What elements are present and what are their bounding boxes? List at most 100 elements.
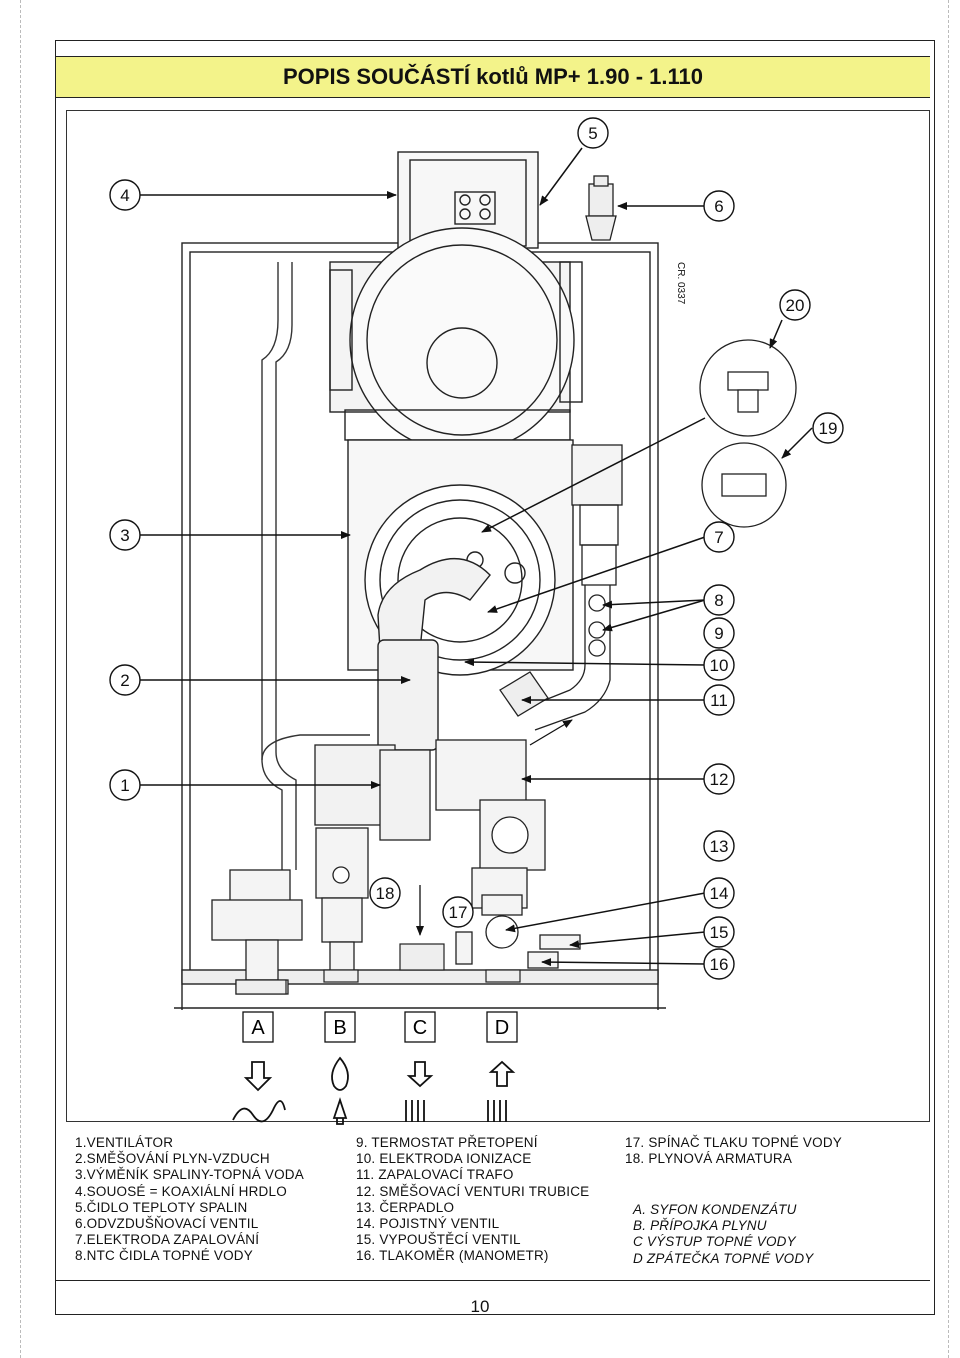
callout-2: 2 [109,664,141,696]
legend-column-1: 1.VENTILÁTOR 2.SMĚŠOVÁNÍ PLYN-VZDUCH 3.V… [75,1135,304,1265]
connection-letter: A [251,1017,265,1039]
legend-item: 3.VÝMĚNÍK SPALINY-TOPNÁ VODA [75,1167,304,1183]
legend-item: D ZPÁTEČKA TOPNÉ VODY [633,1250,814,1266]
diagram-frame [66,110,930,1122]
footer-divider [56,1280,930,1281]
air-vent-valve [585,175,617,241]
condensate-drain-icon [232,1061,286,1123]
callout-label: 17 [449,903,468,922]
callout-8: 8 [703,584,735,616]
right-pipe-column [519,444,623,731]
callout-label: 12 [710,770,729,789]
callout-14: 14 [703,877,735,909]
callout-label: 18 [376,884,395,903]
legend-item: 1.VENTILÁTOR [75,1135,174,1150]
callout-label: 8 [714,591,723,610]
gas-flame-icon [331,1056,349,1125]
fan [314,744,431,841]
callout-label: 11 [710,691,728,710]
left-dashed-guide [20,0,21,1358]
callout-label: 7 [714,528,723,547]
callout-label: 19 [819,419,838,438]
connection-letter: B [333,1017,346,1039]
legend-column-2: 9. TERMOSTAT PŘETOPENÍ 10. ELEKTRODA ION… [356,1135,589,1265]
pressure-switch [455,931,473,965]
callout-1: 1 [109,769,141,801]
flow-direction-arrow [529,719,573,746]
callout-18: 18 [369,877,401,909]
callout-16: 16 [703,948,735,980]
callout-11: 11 [703,684,735,716]
gas-air-mixing-elbow [377,558,491,751]
callout-label: 13 [710,837,729,856]
thermostat-detail [699,339,797,437]
callout-5: 5 [577,117,609,149]
callout-17: 17 [442,896,474,928]
legend-item: 11. ZAPALOVACÍ TRAFO [356,1167,514,1183]
connection-letter: C [413,1017,427,1039]
callout-label: 10 [710,656,729,675]
callout-label: 3 [120,526,129,545]
callout-7: 7 [703,521,735,553]
callout-4: 4 [109,179,141,211]
legend-item: 10. ELEKTRODA IONIZACE [356,1151,532,1167]
callout-20: 20 [779,289,811,321]
callout-9: 9 [703,617,735,649]
callout-19: 19 [812,412,844,444]
legend-item: 2.SMĚŠOVÁNÍ PLYN-VZDUCH [75,1151,270,1167]
legend-item: 13. ČERPADLO [356,1199,455,1215]
legend-item: 12. SMĚŠOVACÍ VENTURI TRUBICE [356,1183,590,1199]
callout-3: 3 [109,519,141,551]
legend-item: B. PŘÍPOJKA PLYNU [633,1218,767,1234]
callout-label: 20 [786,296,805,315]
page-frame [55,40,935,1315]
pump-assembly [435,739,546,909]
callout-label: 4 [120,186,129,205]
callout-12: 12 [703,763,735,795]
legend-connections: A. SYFON KONDENZÁTU B. PŘÍPOJKA PLYNU C … [633,1202,813,1267]
gas-valve [315,827,369,971]
heat-exchanger [329,227,583,453]
legend-item: 6.ODVZDUŠŇOVACÍ VENTIL [75,1216,259,1232]
legend-item: 4.SOUOSÉ = KOAXIÁLNÍ HRDLO [75,1183,287,1199]
bottom-connections [235,943,521,995]
connection-letter: D [495,1017,509,1039]
page-number: 10 [470,1297,490,1316]
connection-b: B [324,1011,356,1125]
callout-13: 13 [703,830,735,862]
callout-label: 5 [588,124,597,143]
legend-item: 16. TLAKOMĚR (MANOMETR) [356,1248,549,1264]
callout-10: 10 [703,649,735,681]
ignition-transformer [499,671,549,717]
pressure-switch-detail [701,442,787,528]
legend-item: 18. PLYNOVÁ ARMATURA [625,1151,793,1167]
callout-15: 15 [703,916,735,948]
callout-leaders [140,147,813,967]
connection-labels: A B C D [232,1011,518,1125]
connection-a: A [232,1011,286,1123]
connection-c: C [404,1011,436,1122]
page-title: POPIS SOUČÁSTÍ kotlů MP+ 1.90 - 1.110 [56,56,930,98]
legend-item: A. SYFON KONDENZÁTU [633,1202,797,1217]
callout-label: 14 [710,884,729,903]
drawing-code: CR. 0337 [675,262,686,305]
callout-label: 1 [120,776,129,795]
callout-label: 16 [710,955,729,974]
safety-valve [481,894,581,969]
callout-label: 15 [710,923,729,942]
heating-return-icon [487,1060,516,1122]
legend-item: C VÝSTUP TOPNÉ VODY [633,1234,796,1250]
boiler-casing [174,242,666,1010]
legend-column-3: 17. SPÍNAČ TLAKU TOPNÉ VODY 18. PLYNOVÁ … [625,1135,842,1167]
heating-flow-icon [405,1061,434,1122]
legend-item: 14. POJISTNÝ VENTIL [356,1216,500,1232]
legend-item: 8.NTC ČIDLA TOPNÉ VODY [75,1248,253,1264]
legend-item: 15. VYPOUŠTĚCÍ VENTIL [356,1232,521,1248]
callout-label: 9 [714,624,723,643]
legend-item: 7.ELEKTRODA ZAPALOVÁNÍ [75,1232,260,1248]
connection-d: D [486,1011,518,1122]
callout-label: 2 [120,671,129,690]
legend-item: 5.ČIDLO TEPLOTY SPALIN [75,1199,248,1215]
